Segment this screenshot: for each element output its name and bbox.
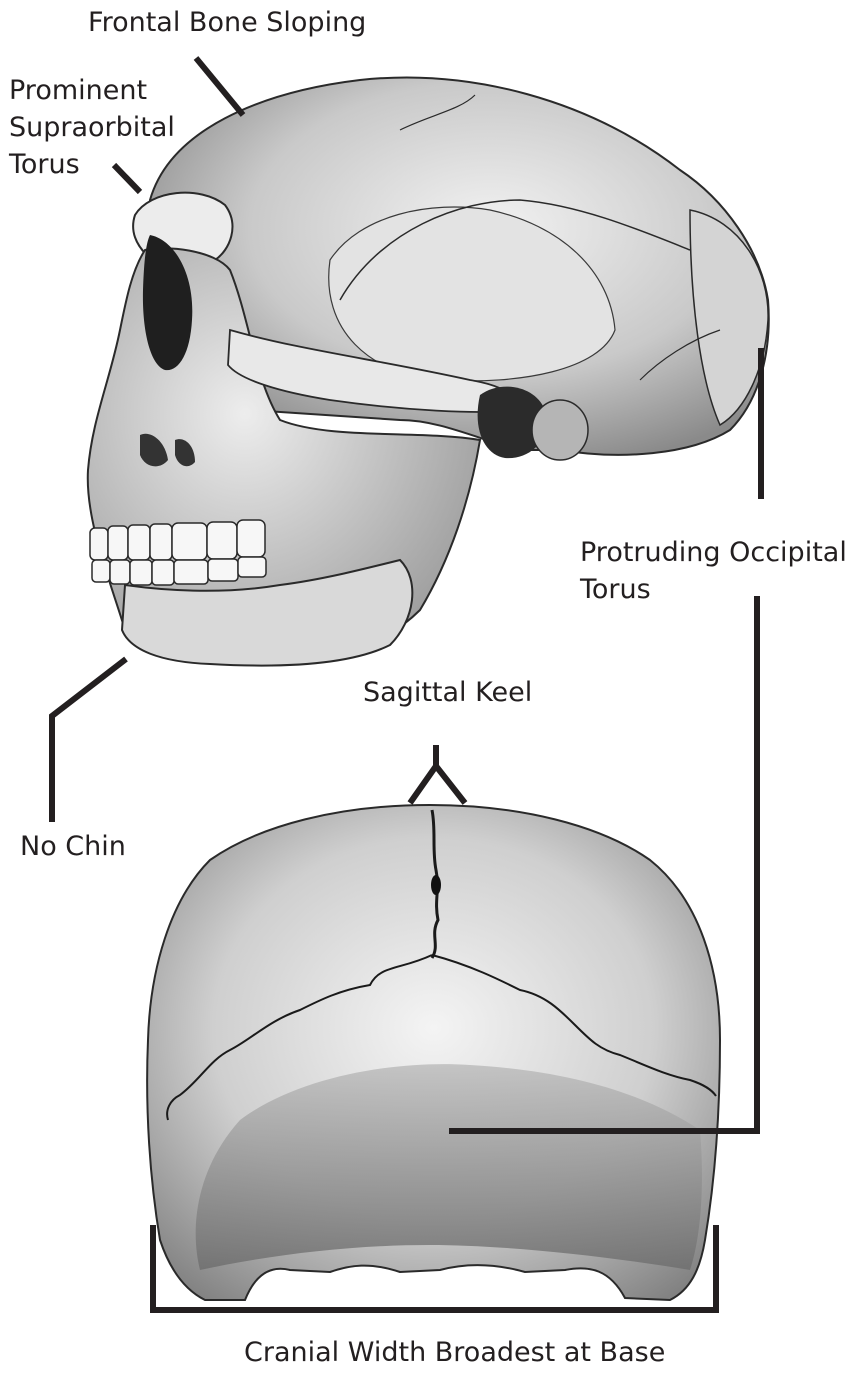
label-supraorbital-torus: Prominent Supraorbital Torus xyxy=(9,72,175,183)
label-sagittal-keel: Sagittal Keel xyxy=(363,674,532,711)
label-cranial-width: Cranial Width Broadest at Base xyxy=(244,1334,665,1371)
teeth xyxy=(90,520,266,585)
label-frontal-bone-sloping: Frontal Bone Sloping xyxy=(88,4,366,41)
skull-posterior-view xyxy=(147,805,720,1300)
leader-no-chin xyxy=(52,659,126,822)
label-occipital-torus: Protruding Occipital Torus xyxy=(580,534,847,608)
label-line: Protruding Occipital xyxy=(580,534,847,571)
label-line: Prominent xyxy=(9,72,175,109)
label-no-chin: No Chin xyxy=(20,828,126,865)
label-line: Torus xyxy=(580,571,847,608)
label-line: Supraorbital xyxy=(9,109,175,146)
leader-sagittal-keel xyxy=(410,766,465,803)
mastoid xyxy=(532,400,588,460)
label-line: Torus xyxy=(9,146,175,183)
leader-frontal xyxy=(196,58,243,115)
